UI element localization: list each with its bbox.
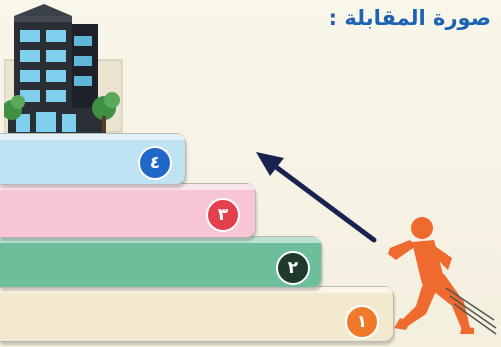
stair-highlight — [0, 184, 255, 190]
step-number-badge-3: ٣ — [206, 198, 240, 232]
stair-highlight — [0, 287, 393, 293]
stair-step-1 — [0, 286, 394, 342]
step-number-badge-2: ٢ — [276, 251, 310, 285]
arrow-up-left-icon — [256, 152, 377, 243]
stair-highlight — [0, 237, 321, 243]
step-number-badge-4: ٤ — [138, 146, 172, 180]
page-heading: صورة المقابلة : — [328, 6, 491, 30]
running-person-icon — [388, 217, 497, 335]
building-icon — [4, 4, 123, 134]
stair-highlight — [0, 134, 185, 140]
step-number-badge-1: ١ — [345, 305, 379, 339]
